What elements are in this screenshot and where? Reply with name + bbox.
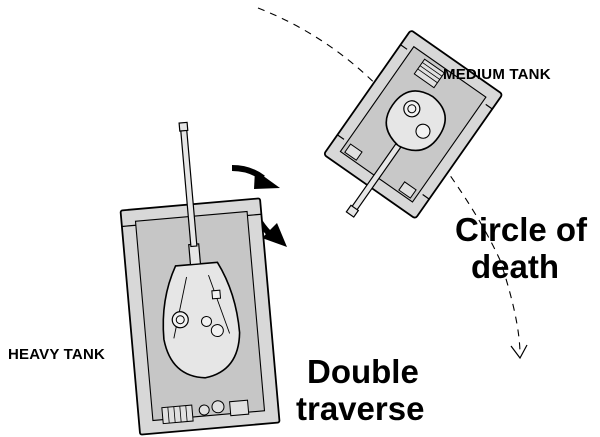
medium-tank-gun <box>345 143 402 218</box>
circle-of-death-arrowhead <box>510 344 528 360</box>
double-traverse-label-line1: Double <box>307 353 419 390</box>
medium-tank-grille <box>413 58 445 89</box>
heavy-tank-gun <box>178 121 202 266</box>
heavy-tank <box>119 121 281 436</box>
double-traverse-label-line2: traverse <box>296 390 424 427</box>
medium-tank <box>323 30 503 219</box>
heavy-tank-grille <box>161 399 250 425</box>
medium-tank-label: MEDIUM TANK <box>443 66 551 83</box>
double-traverse-arrow-upper <box>231 165 280 189</box>
medium-tank-turret <box>385 90 446 152</box>
circle-of-death-label-line1: Circle of <box>455 211 588 248</box>
heavy-tank-label: HEAVY TANK <box>8 346 105 363</box>
circle-of-death-label-line2: death <box>471 248 559 285</box>
